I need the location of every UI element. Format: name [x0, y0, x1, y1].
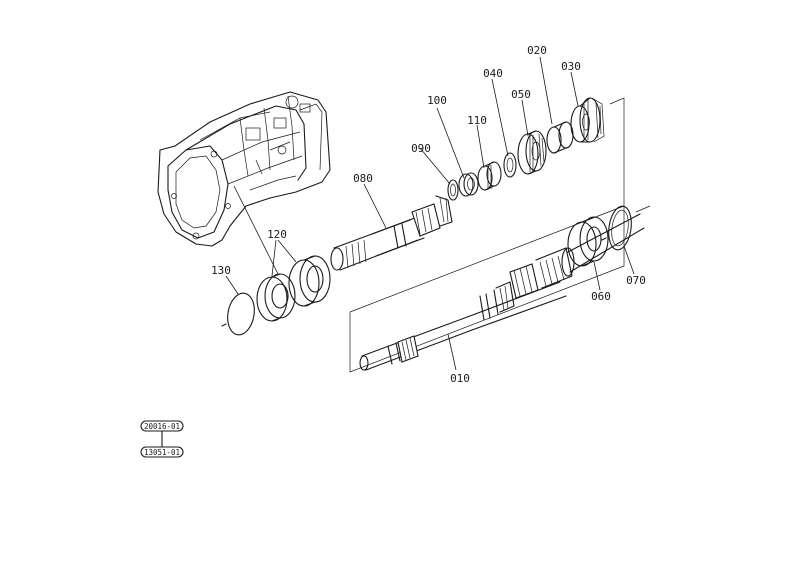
leader-lines	[225, 56, 635, 371]
label-part-020: 020	[527, 44, 547, 57]
label-part-040: 040	[483, 67, 503, 80]
snap-ring-070	[601, 205, 632, 251]
snap-ring-130	[221, 292, 255, 336]
reference-lower: 13051-01	[144, 448, 180, 457]
assembly-bracket-frame	[349, 97, 625, 373]
gear-050	[517, 130, 547, 175]
label-part-110: 110	[467, 114, 487, 127]
transmission-housing	[157, 91, 331, 247]
label-part-010: 010	[450, 372, 470, 385]
label-part-120: 120	[267, 228, 287, 241]
countershaft-080	[330, 195, 453, 271]
thrust-washer-090	[447, 179, 459, 201]
bushing-020	[546, 121, 574, 154]
washer-040	[503, 152, 517, 178]
label-part-100: 100	[427, 94, 447, 107]
reference-upper: 20016-01	[144, 422, 180, 431]
reference-links	[140, 420, 184, 458]
label-part-130: 130	[211, 264, 231, 277]
ball-bearing-060	[567, 216, 609, 267]
ball-bearing-120-a	[256, 273, 296, 322]
gear-030	[570, 97, 605, 143]
label-part-050: 050	[511, 88, 531, 101]
label-part-030: 030	[561, 60, 581, 73]
label-part-060: 060	[591, 290, 611, 303]
needle-bearing-110	[477, 161, 502, 191]
collar-100	[458, 172, 479, 197]
label-part-070: 070	[626, 274, 646, 287]
label-part-080: 080	[353, 172, 373, 185]
label-part-090: 090	[411, 142, 431, 155]
ball-bearing-120-b	[288, 255, 331, 307]
